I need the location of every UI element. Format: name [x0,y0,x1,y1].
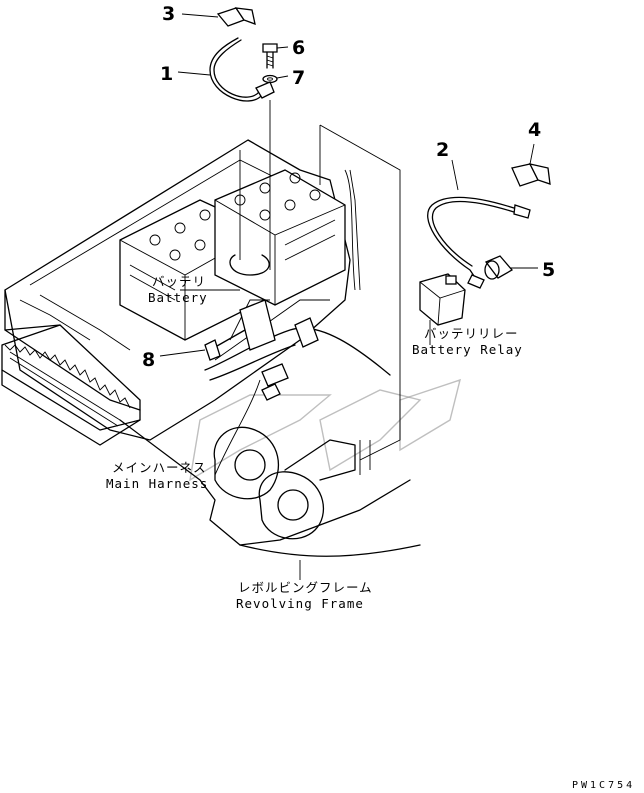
harness-label-en: Main Harness [106,476,208,491]
washer-part-7 [262,74,278,84]
terminal-cap-part-3 [216,7,256,27]
terminal-part-4 [511,163,551,187]
battery-relay-drawing [419,273,466,326]
callout-3: 3 [162,3,175,25]
cap-part-5 [484,255,514,280]
battery-cable-part-1 [209,37,275,102]
callout-4: 4 [528,119,541,141]
frame-label-en: Revolving Frame [236,596,364,611]
relay-cable-part-2 [427,196,531,289]
battery-label-jp: バッテリ [152,274,206,289]
bolt-part-6 [262,43,278,69]
relay-label-jp: バッテリリレー [424,326,519,341]
connector-part-8 [204,329,246,361]
callout-7: 7 [292,67,305,89]
harness-label-jp: メインハーネス [112,460,207,475]
callout-2: 2 [436,139,449,161]
callout-1: 1 [160,63,173,85]
drawing-code: PW1C754 [572,780,635,791]
battery-label-en: Battery [148,290,208,305]
frame-label-jp: レボルビングフレーム [238,580,373,595]
callout-8: 8 [142,349,155,371]
relay-label-en: Battery Relay [412,342,523,357]
callout-5: 5 [542,259,555,281]
leader-lines [159,13,538,580]
callout-6: 6 [292,37,305,59]
machine-deck-drawing [1,100,401,461]
revolving-frame-drawing [119,419,421,557]
